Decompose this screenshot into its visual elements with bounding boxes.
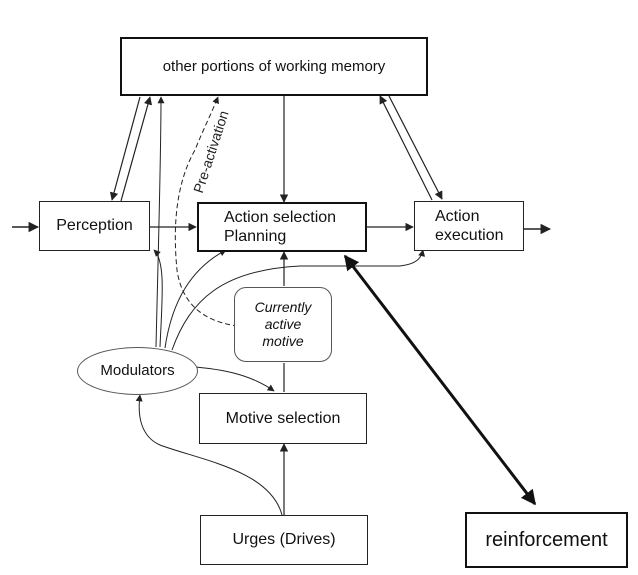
edge-memory-to-perception bbox=[109, 96, 141, 201]
action-execution-label-2: execution bbox=[435, 227, 504, 244]
reinforcement-label: reinforcement bbox=[485, 529, 608, 551]
active-motive-label-1: Currently bbox=[254, 299, 312, 316]
edge-pre-activation bbox=[174, 96, 239, 327]
reinforcement-node: reinforcement bbox=[465, 512, 628, 568]
urges-node: Urges (Drives) bbox=[200, 515, 368, 565]
edge-perception-to-memory bbox=[120, 96, 153, 202]
modulators-node: Modulators bbox=[77, 347, 198, 395]
modulators-label: Modulators bbox=[100, 362, 175, 379]
edge-modulators-to-perception bbox=[153, 249, 163, 348]
working-memory-node: other portions of working memory bbox=[120, 37, 428, 96]
action-selection-label-2: Planning bbox=[224, 228, 287, 245]
working-memory-label: other portions of working memory bbox=[162, 57, 386, 75]
active-motive-label-3: motive bbox=[262, 332, 304, 349]
motive-selection-label: Motive selection bbox=[225, 409, 341, 427]
urges-label: Urges (Drives) bbox=[232, 531, 336, 549]
action-selection-node: Action selection Planning bbox=[197, 202, 367, 252]
perception-node: Perception bbox=[39, 201, 150, 251]
action-execution-node: Action execution bbox=[414, 201, 524, 251]
action-execution-label-1: Action bbox=[435, 207, 480, 225]
perception-label: Perception bbox=[56, 217, 133, 235]
edge-execution-to-memory bbox=[379, 95, 433, 201]
action-selection-label-1: Action selection bbox=[224, 208, 337, 226]
active-motive-node: Currently active motive bbox=[234, 287, 332, 362]
motive-selection-node: Motive selection bbox=[199, 393, 367, 444]
edge-memory-to-execution bbox=[388, 95, 443, 200]
edge-modulators-to-selection bbox=[164, 249, 227, 349]
edge-reinforcement bbox=[343, 254, 537, 506]
edge-urges-modulators bbox=[135, 394, 283, 516]
active-motive-label-2: active bbox=[264, 316, 302, 333]
edge-modulators-to-memory bbox=[155, 96, 165, 348]
